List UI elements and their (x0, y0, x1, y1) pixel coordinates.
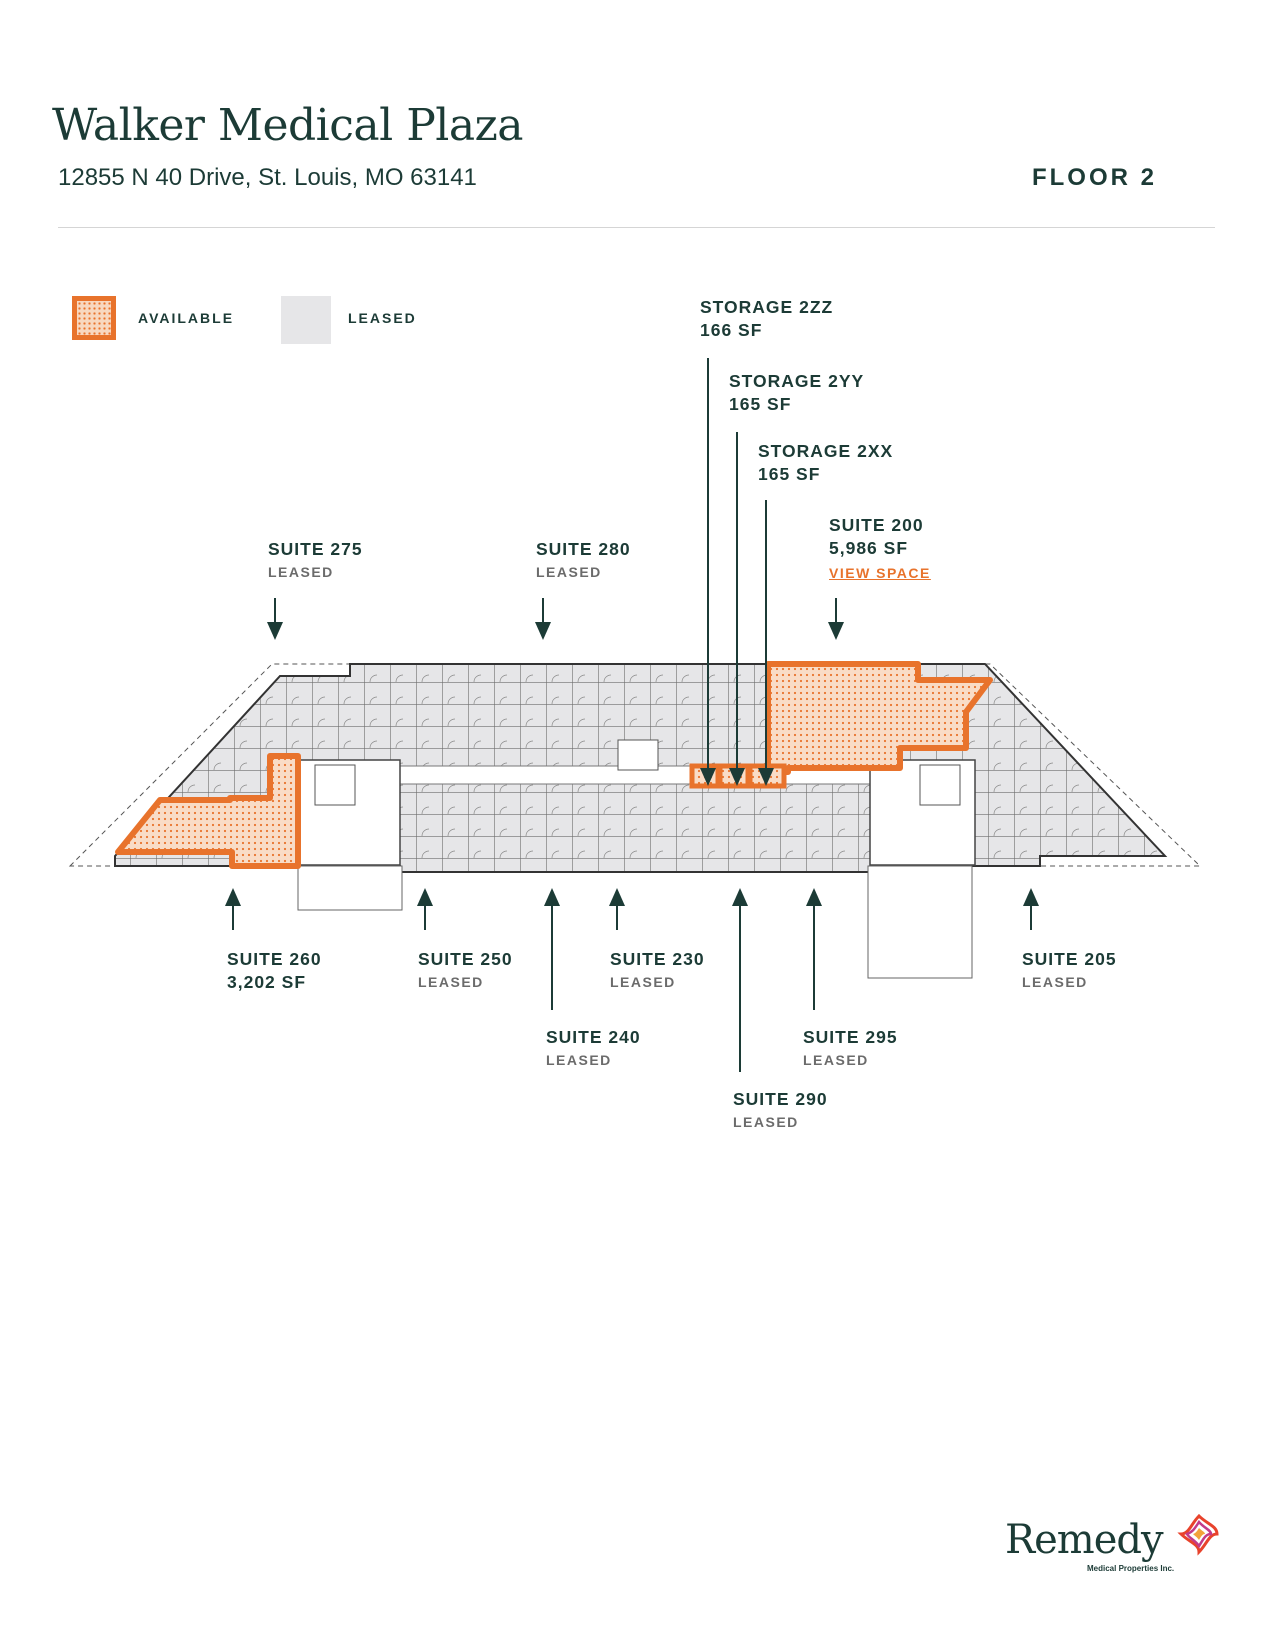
suite-200-size: 5,986 SF (829, 538, 909, 558)
suite-240-status: LEASED (546, 1052, 612, 1068)
suite-290-status: LEASED (733, 1114, 799, 1130)
legend-available-label: AVAILABLE (138, 310, 235, 326)
label-suite-260: SUITE 260 3,202 SF (227, 948, 322, 994)
page-title: Walker Medical Plaza (52, 100, 524, 151)
stair-core (617, 739, 659, 771)
suite-290-name: SUITE 290 (733, 1089, 828, 1109)
label-suite-200: SUITE 200 5,986 SF VIEW SPACE (829, 514, 931, 586)
label-suite-280: SUITE 280 LEASED (536, 538, 631, 583)
logo-wordmark: Remedy (1005, 1517, 1164, 1563)
label-storage-2xx: STORAGE 2XX 165 SF (758, 440, 893, 486)
suite-295-name: SUITE 295 (803, 1027, 898, 1047)
suite-280-name: SUITE 280 (536, 539, 631, 559)
remedy-logo: Remedy Medical Properties Inc. (1005, 1513, 1219, 1573)
elevator-east (919, 764, 961, 806)
suite-260-size: 3,202 SF (227, 972, 307, 992)
suite-275-name: SUITE 275 (268, 539, 363, 559)
label-suite-275: SUITE 275 LEASED (268, 538, 363, 583)
label-suite-290: SUITE 290 LEASED (733, 1088, 828, 1133)
suite-230-name: SUITE 230 (610, 949, 705, 969)
label-suite-250: SUITE 250 LEASED (418, 948, 513, 993)
legend-available-swatch (72, 296, 116, 340)
label-suite-295: SUITE 295 LEASED (803, 1026, 898, 1071)
suite-260-available (115, 753, 301, 869)
site-boundary (68, 663, 1202, 867)
storage-2yy-name: STORAGE 2YY (729, 371, 865, 391)
storage-2xx-size: 165 SF (758, 464, 821, 484)
suite-280-status: LEASED (536, 564, 602, 580)
legend-leased-swatch (281, 296, 331, 344)
storage-2yy-available (717, 763, 751, 789)
suite-295-status: LEASED (803, 1052, 869, 1068)
label-suite-205: SUITE 205 LEASED (1022, 948, 1117, 993)
header-divider (58, 227, 1215, 228)
logo-mark-icon (1177, 1513, 1219, 1556)
suite-230-status: LEASED (610, 974, 676, 990)
elevator-west (314, 764, 356, 806)
legend-leased-label: LEASED (348, 310, 417, 326)
logo-tagline: Medical Properties Inc. (1087, 1564, 1175, 1573)
storage-2zz-name: STORAGE 2ZZ (700, 297, 834, 317)
suite-200-name: SUITE 200 (829, 515, 924, 535)
suite-205-name: SUITE 205 (1022, 949, 1117, 969)
storage-2zz-available (689, 763, 721, 789)
courtyard-east (867, 865, 973, 979)
suite-240-name: SUITE 240 (546, 1027, 641, 1047)
suite-205-status: LEASED (1022, 974, 1088, 990)
label-storage-2zz: STORAGE 2ZZ 166 SF (700, 296, 833, 342)
view-space-link[interactable]: VIEW SPACE (829, 565, 931, 581)
suite-260-name: SUITE 260 (227, 949, 322, 969)
storage-2xx-name: STORAGE 2XX (758, 441, 894, 461)
label-suite-240: SUITE 240 LEASED (546, 1026, 641, 1071)
floor-label: FLOOR 2 (1031, 164, 1157, 191)
suite-250-status: LEASED (418, 974, 484, 990)
storage-2zz-size: 166 SF (700, 320, 763, 340)
address: 12855 N 40 Drive, St. Louis, MO 63141 (58, 164, 477, 191)
label-suite-230: SUITE 230 LEASED (610, 948, 705, 993)
suite-275-status: LEASED (268, 564, 334, 580)
storage-2yy-size: 165 SF (729, 394, 792, 414)
suite-250-name: SUITE 250 (418, 949, 513, 969)
label-storage-2yy: STORAGE 2YY 165 SF (729, 370, 864, 416)
courtyard-west (297, 865, 403, 911)
